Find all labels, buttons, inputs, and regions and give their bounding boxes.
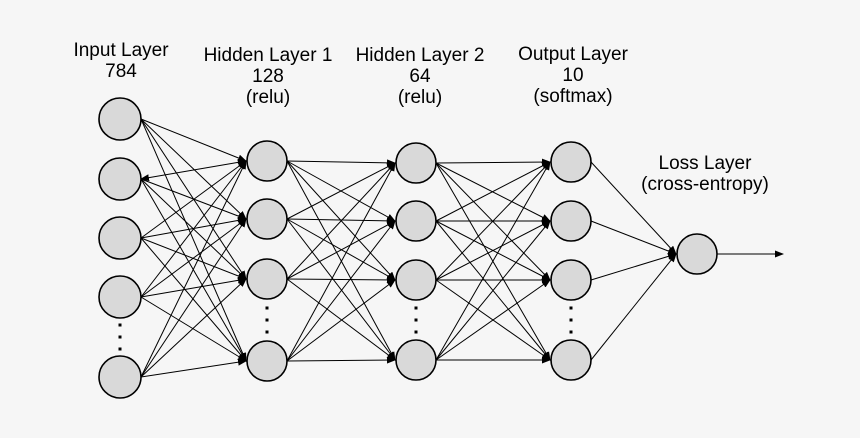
loss-node: [676, 233, 718, 275]
connection-edge: [435, 161, 551, 361]
connection-edge: [140, 160, 247, 298]
ellipsis-dot: [265, 318, 269, 322]
ellipsis-dot: [414, 318, 418, 322]
neuron-node: [395, 142, 437, 184]
connection-edge: [590, 161, 677, 255]
ellipsis-dot: [118, 323, 122, 327]
connection-edge: [590, 253, 677, 361]
connection-edge: [286, 159, 396, 167]
ellipsis-dot: [118, 347, 122, 351]
ellipsis-dot: [265, 306, 269, 310]
neuron-node: [246, 198, 288, 240]
layer-activation: (relu): [397, 87, 443, 108]
connection-edge: [286, 356, 396, 364]
connection-edge: [140, 276, 247, 298]
loss-layer-label: Loss Layer (cross-entropy): [641, 153, 769, 195]
connection-edge: [140, 160, 247, 239]
connection-edge: [590, 220, 677, 255]
connection-edge: [286, 162, 396, 280]
connection-edge: [140, 158, 247, 182]
layer-title: Input Layer: [73, 40, 169, 61]
ellipsis-dot: [569, 330, 573, 334]
connection-edge: [286, 160, 396, 361]
ellipsis-dot: [569, 318, 573, 322]
neuron-node: [550, 259, 592, 301]
connection-edge: [286, 220, 396, 280]
ellipsis-dot: [118, 335, 122, 339]
connection-edge: [286, 162, 396, 362]
connection-edge: [140, 218, 247, 298]
layer-size: 128: [252, 66, 284, 87]
connection-edge: [286, 220, 396, 362]
connection-edge: [435, 220, 551, 281]
connection-edge: [286, 276, 396, 284]
neuron-node: [98, 97, 142, 141]
layer-activation: (softmax): [533, 86, 613, 107]
connection-edge: [140, 160, 247, 378]
connection-edge: [435, 279, 551, 361]
neuron-node: [395, 200, 437, 242]
neuron-node: [98, 157, 142, 201]
hidden-layer-1-label: Hidden Layer 1 128 (relu): [204, 45, 333, 108]
neuron-node: [550, 339, 592, 381]
layer-title: Hidden Layer 1: [203, 45, 333, 66]
edges-group: [140, 118, 677, 378]
layer-size: 784: [105, 61, 137, 82]
connection-edge: [140, 118, 247, 220]
connection-edge: [286, 218, 396, 361]
nodes-group: [98, 97, 718, 399]
input-layer-label: Input Layer 784: [73, 40, 168, 82]
layer-size: 10: [562, 65, 584, 86]
connection-edge: [590, 252, 677, 281]
output-layer-label: Output Layer 10 (softmax): [518, 44, 628, 107]
neuron-node: [550, 200, 592, 242]
ellipsis-dot: [414, 330, 418, 334]
ellipsis-dot: [265, 330, 269, 334]
layer-title: Output Layer: [518, 44, 628, 65]
neuron-node: [395, 259, 437, 301]
layer-size: 64: [409, 66, 431, 87]
neuron-node: [246, 258, 288, 300]
neuron-node: [395, 339, 437, 381]
connection-edge: [140, 118, 247, 162]
neuron-node: [98, 216, 142, 260]
connection-edge: [435, 161, 551, 281]
connection-edge: [286, 217, 396, 225]
connection-edge: [435, 158, 551, 166]
connection-edge: [140, 237, 247, 362]
connection-edge: [140, 118, 247, 362]
connection-edge: [435, 161, 551, 222]
ellipsis-dot: [414, 306, 418, 310]
connection-edge: [140, 218, 247, 378]
neuron-node: [550, 141, 592, 183]
connection-edge: [286, 162, 396, 220]
layer-activation: (cross-entropy): [641, 174, 769, 195]
neuron-node: [98, 275, 142, 319]
layer-activation: (relu): [245, 87, 291, 108]
hidden-layer-2-label: Hidden Layer 2 64 (relu): [356, 45, 485, 108]
layer-title: Hidden Layer 2: [355, 45, 485, 66]
connection-edge: [140, 278, 247, 378]
connection-edge: [140, 296, 247, 362]
layer-title: Loss Layer: [658, 153, 752, 174]
connection-edge: [286, 278, 396, 361]
connection-edge: [435, 220, 551, 361]
ellipsis-dot: [569, 306, 573, 310]
connection-edge: [140, 358, 247, 378]
connection-edge: [286, 279, 396, 362]
neuron-node: [246, 340, 288, 382]
neuron-node: [246, 140, 288, 182]
neuron-node: [98, 355, 142, 399]
